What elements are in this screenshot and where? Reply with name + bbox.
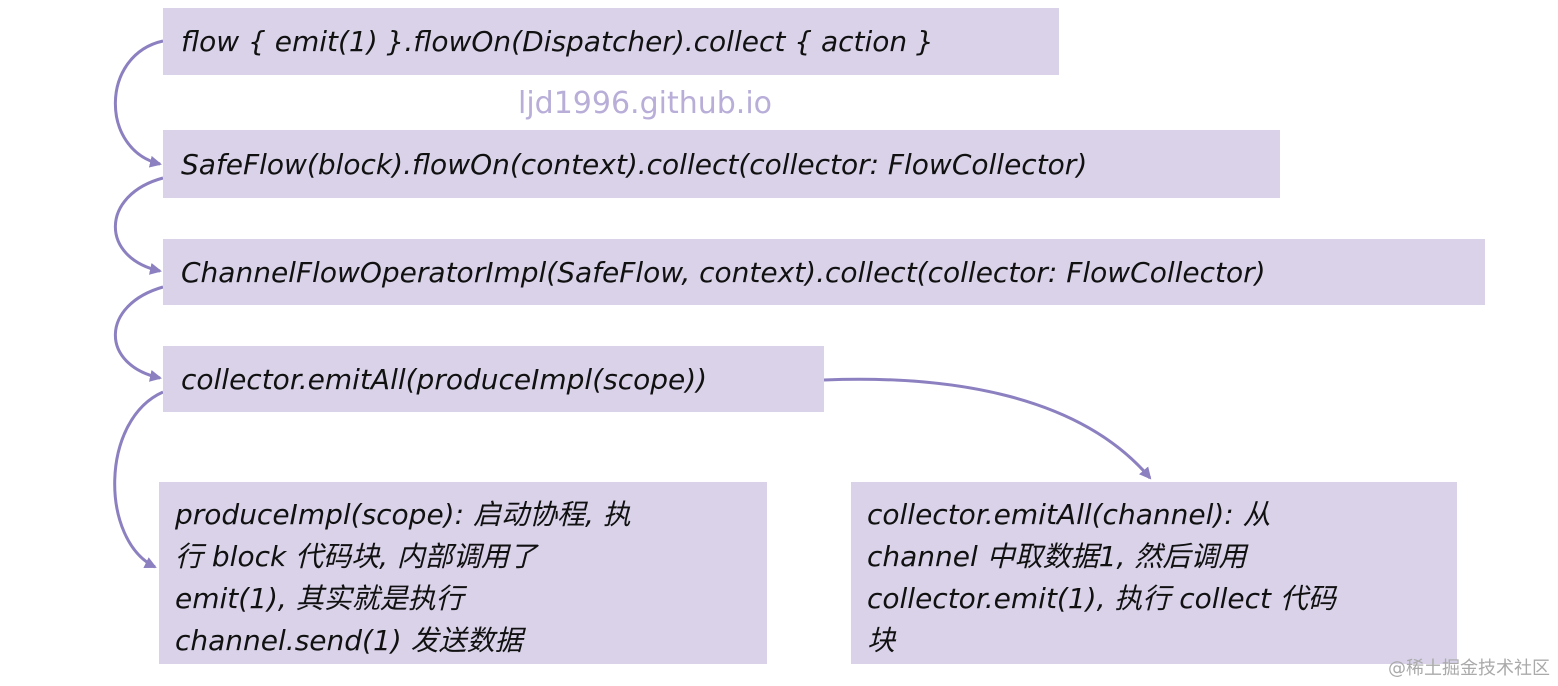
step-emitall-produce-text: collector.emitAll(produceImpl(scope)): [181, 362, 708, 396]
step-channelflow-operator-text: ChannelFlowOperatorImpl(SafeFlow, contex…: [181, 255, 1266, 289]
arrow-step4-to-produce: [113, 390, 164, 569]
corner-watermark: @稀土掘金技术社区: [1388, 658, 1550, 679]
step-safeflow-text: SafeFlow(block).flowOn(context).collect(…: [181, 147, 1088, 181]
collect-line: 块: [867, 624, 896, 657]
step-channelflow-operator: ChannelFlowOperatorImpl(SafeFlow, contex…: [163, 239, 1485, 305]
arrow-step2-to-step3: [113, 176, 164, 275]
produce-line: produceImpl(scope): 启动协程, 执: [175, 498, 631, 531]
step-flow-emit-text: flow { emit(1) }.flowOn(Dispatcher).coll…: [181, 25, 934, 58]
collect-channel-box: collector.emitAll(channel): 从 channel 中取…: [851, 482, 1457, 664]
step-emitall-produce: collector.emitAll(produceImpl(scope)): [163, 346, 824, 412]
collect-line: collector.emitAll(channel): 从: [867, 498, 1271, 531]
arrow-step1-to-step2: [114, 39, 164, 168]
watermark: ljd1996.github.io: [518, 86, 773, 121]
step-safeflow: SafeFlow(block).flowOn(context).collect(…: [163, 130, 1280, 198]
produce-line: channel.send(1) 发送数据: [175, 624, 523, 657]
step-flow-emit: flow { emit(1) }.flowOn(Dispatcher).coll…: [163, 8, 1059, 75]
produce-line: emit(1), 其实就是执行: [175, 582, 464, 615]
arrow-step3-to-step4: [113, 285, 164, 382]
collect-line: channel 中取数据1, 然后调用: [867, 540, 1247, 573]
arrow-step4-to-collect: [823, 377, 1152, 480]
produce-line: 行 block 代码块, 内部调用了: [175, 540, 537, 573]
collect-line: collector.emit(1), 执行 collect 代码: [867, 582, 1336, 615]
produce-impl-box: produceImpl(scope): 启动协程, 执 行 block 代码块,…: [159, 482, 767, 664]
